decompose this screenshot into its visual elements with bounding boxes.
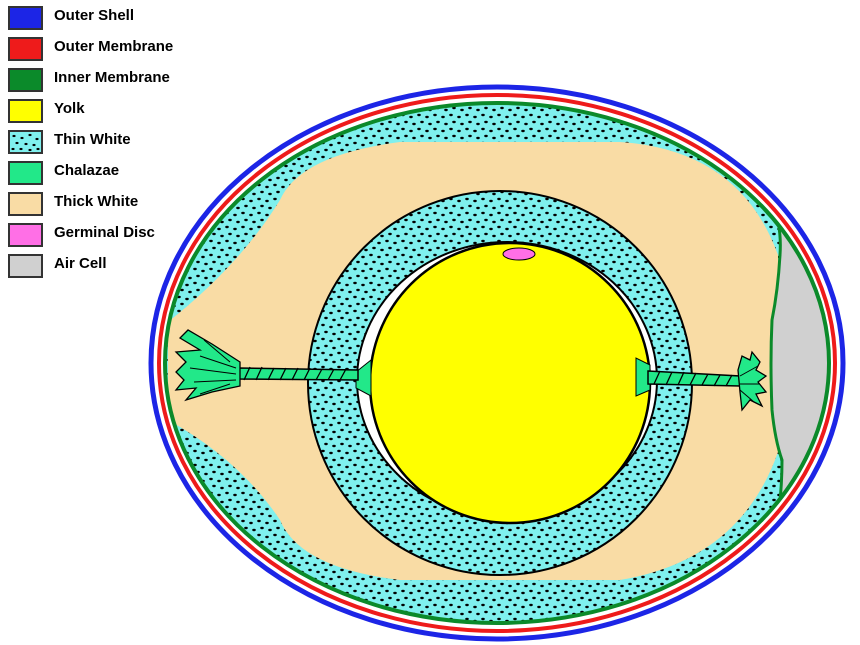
legend-label-outer-membrane: Outer Membrane — [54, 38, 174, 55]
chalaza-left — [174, 329, 372, 402]
legend-swatch-outer-membrane — [8, 37, 43, 61]
legend-label-air-cell: Air Cell — [54, 255, 107, 272]
legend-item-outer-shell: Outer Shell — [8, 3, 228, 34]
legend-item-air-cell: Air Cell — [8, 251, 228, 282]
chalaza-right — [635, 350, 768, 412]
legend-item-germinal-disc: Germinal Disc — [8, 220, 228, 251]
thin-white-dots-pattern — [11, 133, 40, 152]
legend-item-inner-membrane: Inner Membrane — [8, 65, 228, 96]
legend-swatch-chalazae — [8, 161, 43, 185]
legend-label-yolk: Yolk — [54, 100, 85, 117]
legend-swatch-thin-white — [8, 130, 43, 154]
legend-item-yolk: Yolk — [8, 96, 228, 127]
legend-swatch-air-cell — [8, 254, 43, 278]
legend-label-inner-membrane: Inner Membrane — [54, 69, 170, 86]
legend-swatch-thick-white — [8, 192, 43, 216]
germinal-disc — [502, 247, 536, 261]
outer-membrane — [157, 93, 837, 633]
inner-membrane-air-cell-edge — [769, 204, 784, 556]
inner-membrane — [163, 101, 831, 625]
legend-swatch-outer-shell — [8, 6, 43, 30]
legend-item-thick-white: Thick White — [8, 189, 228, 220]
legend-item-thin-white: Thin White — [8, 127, 228, 158]
legend-swatch-inner-membrane — [8, 68, 43, 92]
legend-label-outer-shell: Outer Shell — [54, 7, 135, 24]
legend: Outer Shell Outer Membrane Inner Membran… — [8, 3, 228, 282]
legend-label-thin-white: Thin White — [54, 131, 131, 148]
legend-label-chalazae: Chalazae — [54, 162, 120, 179]
legend-label-germinal-disc: Germinal Disc — [54, 224, 155, 241]
yolk — [368, 241, 652, 525]
legend-swatch-germinal-disc — [8, 223, 43, 247]
legend-item-chalazae: Chalazae — [8, 158, 228, 189]
legend-swatch-yolk — [8, 99, 43, 123]
legend-label-thick-white: Thick White — [54, 193, 139, 210]
legend-item-outer-membrane: Outer Membrane — [8, 34, 228, 65]
